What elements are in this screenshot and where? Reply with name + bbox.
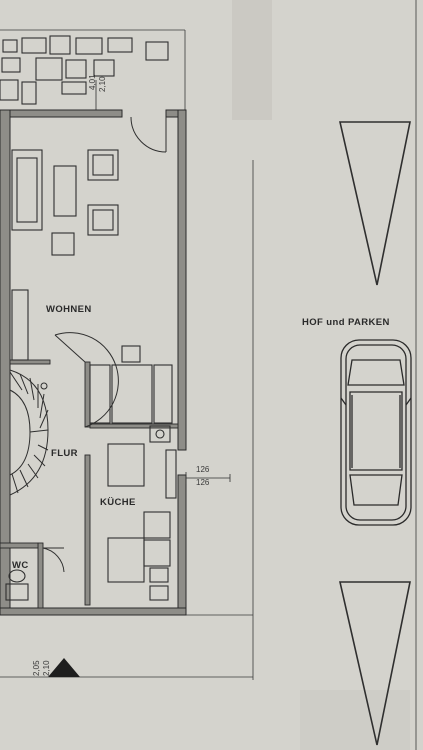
room-label-flur: FLUR	[51, 448, 78, 459]
doors	[42, 116, 167, 573]
wc-fixtures	[5, 569, 29, 601]
stairs	[9, 369, 49, 496]
car-icon	[340, 339, 412, 526]
room-label-kueche: KÜCHE	[100, 497, 136, 508]
inner-walls	[0, 359, 179, 609]
kitchen-furniture	[107, 425, 177, 601]
dimension-bottom-b: 2,10	[42, 660, 51, 676]
room-label-wohnen: WOHNEN	[46, 304, 92, 315]
paper-stains	[232, 0, 410, 750]
dimension-bottom-a: 2,05	[32, 660, 41, 676]
yard-label: HOF und PARKEN	[302, 317, 390, 328]
dimension-side-b: 126	[196, 478, 210, 487]
dimension-lines	[95, 80, 231, 484]
garden-stones	[0, 35, 169, 105]
north-arrow-icon	[48, 658, 80, 677]
triangle-up-icon-bottom	[338, 581, 411, 746]
outer-walls	[0, 109, 187, 616]
room-label-wc: WC	[12, 560, 29, 571]
living-furniture	[11, 149, 173, 424]
triangle-down-icon-top	[338, 121, 411, 286]
dimension-top-b: 2,10	[98, 76, 107, 92]
dimension-side-a: 126	[196, 465, 210, 474]
dimension-top-a: 4,01	[88, 74, 97, 90]
